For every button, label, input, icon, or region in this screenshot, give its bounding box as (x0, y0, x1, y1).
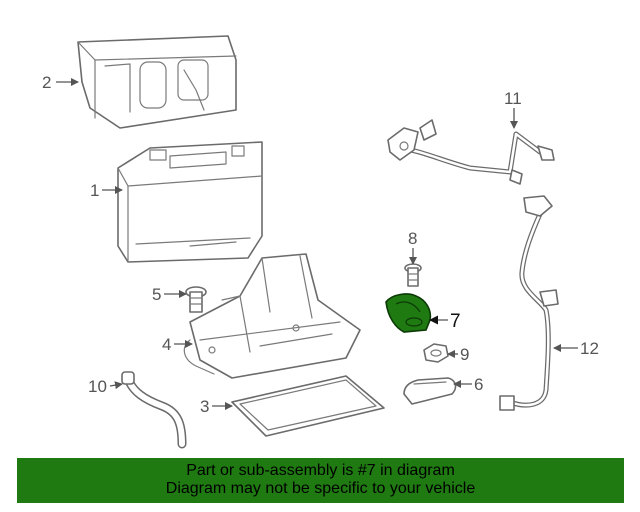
callout-7: 7 (429, 311, 461, 332)
callout-3: 3 (200, 397, 233, 416)
callout-8: 8 (408, 229, 417, 265)
banner-line-part: Part or sub-assembly is #7 in diagram (186, 462, 455, 479)
callout-label-6: 6 (474, 375, 483, 394)
part-8-bolt (404, 263, 422, 287)
callout-4: 4 (162, 335, 193, 354)
callout-label-3: 3 (200, 397, 209, 416)
part-12-ground-cable (499, 195, 559, 411)
callout-10: 10 (88, 377, 123, 396)
part-3-tray-plate (231, 375, 385, 437)
callout-label-5: 5 (152, 285, 161, 304)
banner-line-disclaimer: Diagram may not be specific to your vehi… (165, 480, 476, 497)
callout-label-8: 8 (408, 229, 417, 248)
callout-label-7: 7 (450, 311, 461, 332)
part-2-battery-cover (77, 35, 237, 129)
callout-label-1: 1 (90, 181, 99, 200)
callout-1: 1 (90, 181, 123, 200)
callout-5: 5 (152, 285, 187, 304)
callout-label-12: 12 (580, 339, 599, 358)
part-11-cable (387, 119, 555, 185)
callout-6: 6 (453, 375, 483, 394)
callout-11: 11 (504, 89, 522, 129)
callout-2: 2 (42, 73, 79, 92)
part-1-battery (117, 141, 263, 263)
callout-12: 12 (553, 339, 599, 358)
part-7-hold-down-clamp (385, 293, 432, 333)
callout-label-11: 11 (504, 89, 522, 108)
callout-9: 9 (447, 345, 469, 364)
info-banner: Part or sub-assembly is #7 in diagram Di… (17, 458, 624, 503)
part-6-terminal-cover (403, 377, 457, 405)
callout-label-4: 4 (162, 335, 171, 354)
part-10-drain-tube (121, 371, 187, 449)
callout-label-10: 10 (88, 377, 107, 396)
part-5-bolt (185, 286, 207, 313)
part-4-battery-tray (183, 253, 361, 379)
part-9-nut (423, 343, 449, 363)
callout-label-2: 2 (42, 73, 51, 92)
callout-label-9: 9 (460, 345, 469, 364)
